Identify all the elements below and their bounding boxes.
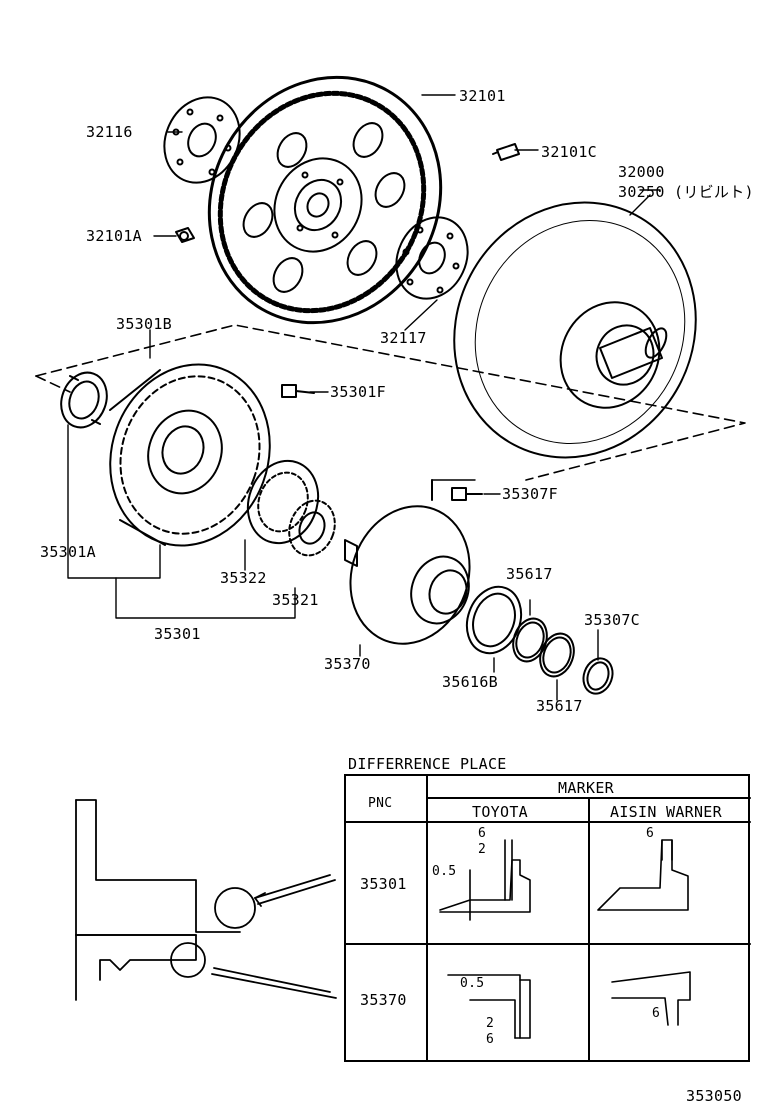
- label-35301B: 35301B: [116, 315, 172, 333]
- oil-seal-35301A: [60, 371, 108, 429]
- dim-r2-toyota-2: 2: [486, 1016, 495, 1031]
- detail-sketch: [75, 799, 337, 1001]
- label-35617-bottom: 35617: [536, 697, 583, 715]
- dim-r2-toyota-0-5: 0.5: [460, 976, 485, 991]
- dim-r1-aisin-6: 6: [646, 826, 655, 841]
- seal-ring-35617-a: [512, 617, 548, 663]
- label-35321: 35321: [272, 591, 319, 609]
- dim-r2-toyota-6: 6: [486, 1032, 495, 1047]
- pnc-row-35370: 35370: [360, 991, 407, 1009]
- label-32116: 32116: [86, 123, 133, 141]
- label-35301F: 35301F: [330, 383, 386, 401]
- plate-32116: [163, 96, 241, 184]
- figure-code: 353050: [686, 1087, 742, 1105]
- ring-35307C: [582, 657, 614, 695]
- label-32117: 32117: [380, 329, 427, 347]
- bolt-32101A: [175, 227, 195, 243]
- label-30250: 30250 (リビルト): [618, 183, 754, 201]
- table-title: DIFFERRENCE PLACE: [348, 755, 507, 773]
- plate-32117: [395, 216, 469, 300]
- marker-table: [344, 774, 750, 1062]
- label-35307C: 35307C: [584, 611, 640, 629]
- stator-shaft-35370: [344, 479, 471, 645]
- aisin-warner-header: AISIN WARNER: [610, 803, 722, 821]
- bolt-35307F: [451, 487, 483, 501]
- torque-converter-32000: [453, 201, 697, 459]
- driven-gear-35322: [246, 459, 320, 545]
- dim-r1-toyota-0-5: 0.5: [432, 864, 457, 879]
- bolt-32101C: [492, 143, 520, 161]
- dim-r2-aisin-6: 6: [652, 1006, 661, 1021]
- seal-ring-35617-b: [539, 632, 575, 678]
- label-35617-top: 35617: [506, 565, 553, 583]
- label-32000: 32000: [618, 163, 665, 181]
- dim-r1-toyota-2: 2: [478, 842, 487, 857]
- label-32101: 32101: [459, 87, 506, 105]
- label-35301A: 35301A: [40, 543, 96, 561]
- marker-sketches: [439, 839, 691, 1039]
- bolt-35301F: [281, 384, 315, 398]
- label-35307F: 35307F: [502, 485, 558, 503]
- label-35370: 35370: [324, 655, 371, 673]
- toyota-header: TOYOTA: [472, 803, 528, 821]
- label-35301: 35301: [154, 625, 201, 643]
- marker-table-grid: [344, 774, 751, 1061]
- oil-pump-body-35301B: [109, 363, 271, 547]
- dim-r1-toyota-6: 6: [478, 826, 487, 841]
- leader-lines: [67, 94, 661, 701]
- label-35322: 35322: [220, 569, 267, 587]
- label-32101C: 32101C: [541, 143, 597, 161]
- pnc-header: PNC: [368, 796, 393, 811]
- drive-plate-32101: [207, 75, 443, 325]
- label-32101A: 32101A: [86, 227, 142, 245]
- marker-header: MARKER: [558, 779, 614, 797]
- label-35616B: 35616B: [442, 673, 498, 691]
- drive-gear-35321: [288, 499, 336, 557]
- pnc-row-35301: 35301: [360, 875, 407, 893]
